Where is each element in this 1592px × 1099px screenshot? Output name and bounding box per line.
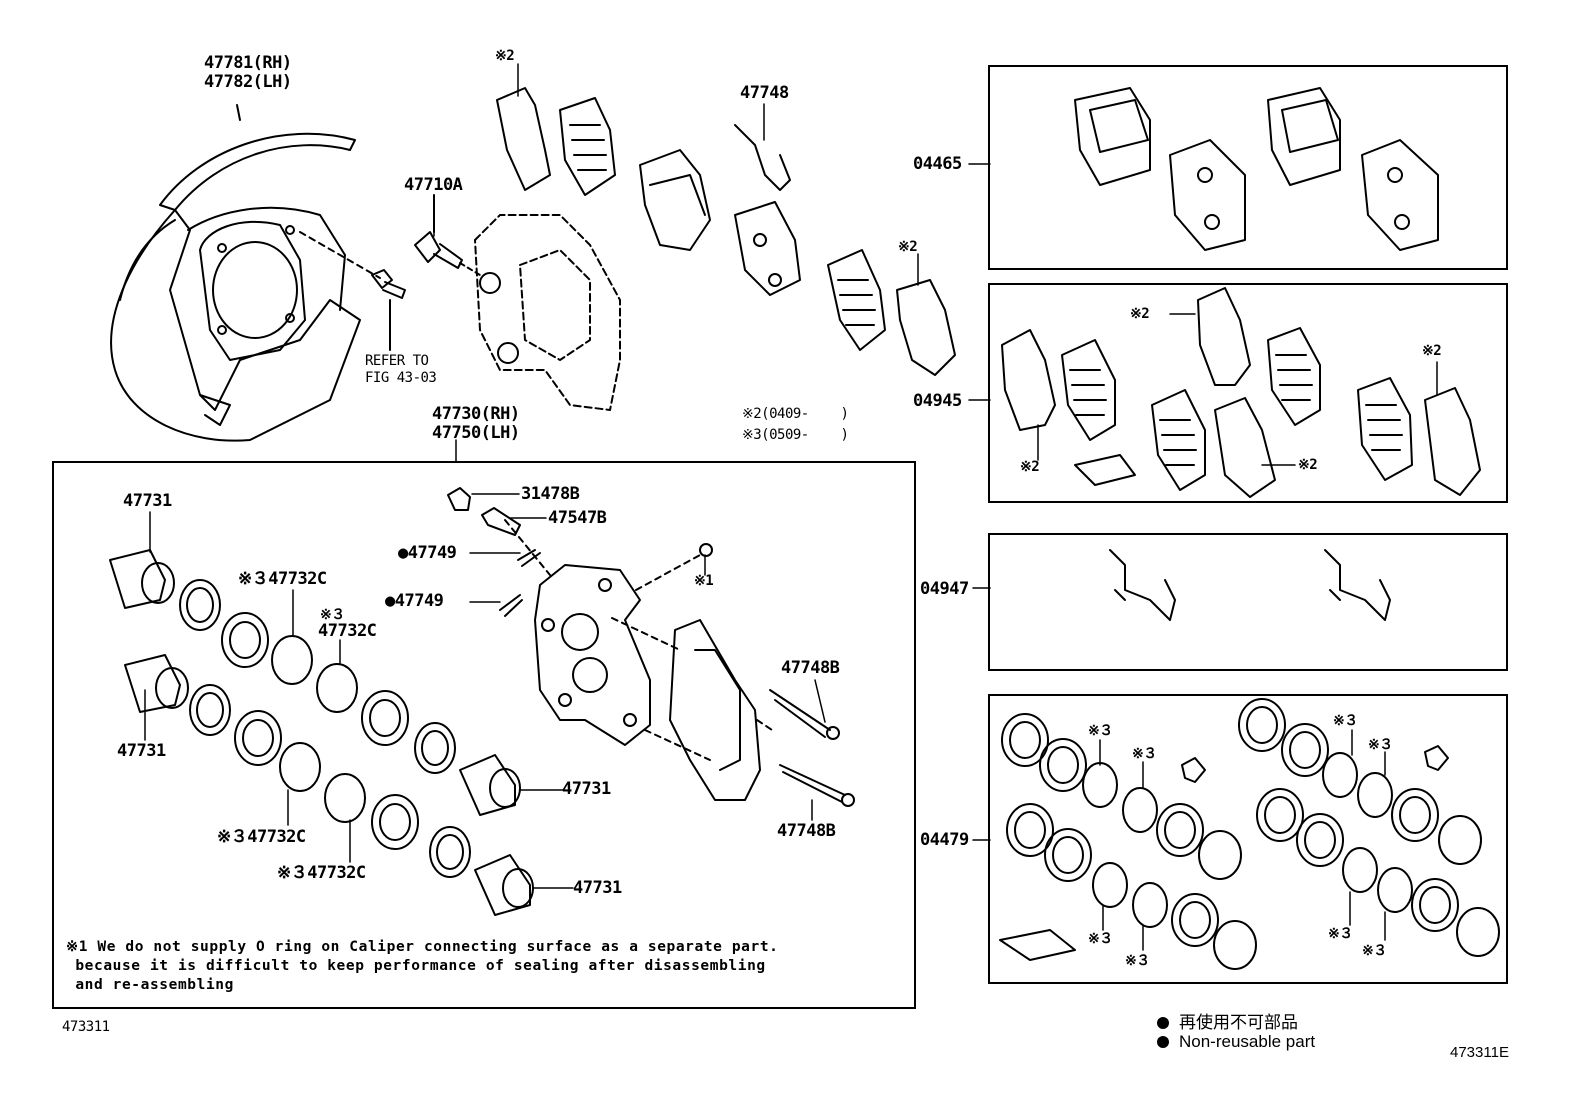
- label-b4-c: ※３: [1088, 931, 1113, 947]
- label-seal-d: ※３47732C: [277, 863, 366, 883]
- legend-jp-text: 再使用不可部品: [1179, 1013, 1298, 1032]
- non-reusable-dot-icon: [1157, 1036, 1169, 1048]
- label-fig: FIG 43-03: [365, 370, 437, 386]
- legend-jp: 再使用不可部品: [1157, 1008, 1298, 1033]
- label-caliper-lh: 47750(LH): [432, 423, 520, 443]
- label-kit-04465: 04465: [913, 154, 962, 174]
- label-seal-b-mark: ※３: [320, 607, 345, 623]
- kit-box-04945: [988, 283, 1508, 503]
- label-47547B: 47547B: [548, 508, 607, 528]
- label-shield-rh: 47781(RH): [204, 53, 292, 73]
- label-piston-right-2: 47731: [573, 878, 622, 898]
- label-47749-a: ●47749: [398, 543, 457, 563]
- caliper-assembly-drawing: [109, 487, 855, 916]
- label-note-3: ※3(0509- ): [742, 427, 849, 443]
- label-shield-lh: 47782(LH): [204, 72, 292, 92]
- label-seal-b: 47732C: [318, 621, 377, 641]
- label-b4-e: ※３: [1333, 713, 1358, 729]
- label-seal-a: ※３47732C: [238, 569, 327, 589]
- label-b4-h: ※３: [1362, 943, 1387, 959]
- kit-04945-drawing: [1001, 287, 1481, 498]
- label-note-2: ※2(0409- ): [742, 406, 849, 422]
- top-pads-drawing: [496, 87, 956, 376]
- ref-code-right: 473311E: [1450, 1044, 1509, 1061]
- leader-lines: [144, 63, 1438, 951]
- label-kit-04479: 04479: [920, 830, 969, 850]
- label-47748B-a: 47748B: [781, 658, 840, 678]
- label-47749-b: ●47749: [385, 591, 444, 611]
- dust-shield-drawing: [110, 104, 361, 442]
- label-oring-note: ※1: [694, 573, 714, 589]
- label-b2-note-b: ※2: [1020, 459, 1040, 475]
- ref-code-left: 473311: [62, 1019, 110, 1035]
- label-seal-c: ※３47732C: [217, 827, 306, 847]
- label-caliper-rh: 47730(RH): [432, 404, 520, 424]
- label-b4-d: ※３: [1125, 953, 1150, 969]
- label-47748B-b: 47748B: [777, 821, 836, 841]
- label-pad-note-mid: ※2: [898, 239, 918, 255]
- label-b2-note-a: ※2: [1130, 306, 1150, 322]
- label-piston-right-1: 47731: [562, 779, 611, 799]
- label-b4-g: ※３: [1328, 926, 1353, 942]
- label-47710A: 47710A: [404, 175, 463, 195]
- bolt-drawing: [299, 194, 463, 351]
- footnote: ※1 We do not supply O ring on Caliper co…: [66, 939, 779, 993]
- label-b2-note-d: ※2: [1422, 343, 1442, 359]
- label-refer: REFER TO: [365, 353, 429, 369]
- label-piston-mid-left: 47731: [117, 741, 166, 761]
- main-caliper-box: [52, 461, 916, 1009]
- kit-box-04947: [988, 533, 1508, 671]
- label-kit-04947: 04947: [920, 579, 969, 599]
- upper-caliper-drawing: [459, 214, 621, 411]
- non-reusable-dot-icon: [1157, 1017, 1169, 1029]
- label-b2-note-c: ※2: [1298, 457, 1318, 473]
- label-b4-f: ※３: [1368, 737, 1393, 753]
- label-b4-b: ※３: [1132, 746, 1157, 762]
- kit-04465-drawing: [1074, 87, 1439, 251]
- label-piston-top-left: 47731: [123, 491, 172, 511]
- kit-box-04479: [988, 694, 1508, 984]
- legend-en-text: Non-reusable part: [1179, 1032, 1316, 1051]
- label-kit-04945: 04945: [913, 391, 962, 411]
- kit-04947-drawing: [1109, 549, 1391, 621]
- label-pad-note-top: ※2: [495, 48, 515, 64]
- label-47748: 47748: [740, 83, 789, 103]
- kit-box-04465: [988, 65, 1508, 270]
- label-b4-a: ※３: [1088, 723, 1113, 739]
- kit-04479-drawing: [999, 698, 1500, 970]
- legend-en: Non-reusable part: [1157, 1032, 1315, 1052]
- label-31478B: 31478B: [521, 484, 580, 504]
